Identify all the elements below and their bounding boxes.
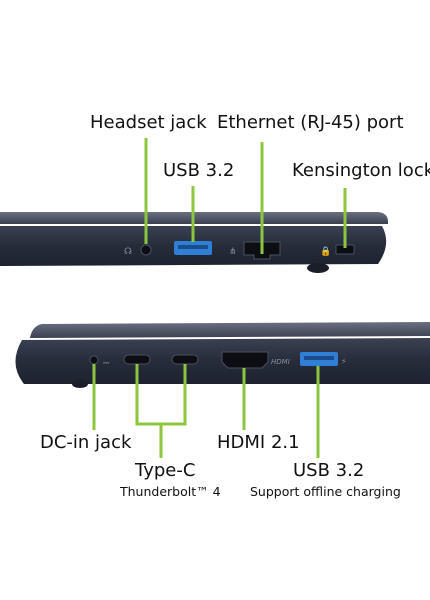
power-icon: ⎓ — [103, 358, 110, 367]
label-type-c: Type-C — [135, 460, 196, 481]
type-c-port-2 — [171, 354, 199, 365]
laptop-lid-bottom — [30, 322, 430, 338]
leader-lines-bottom — [92, 364, 320, 458]
network-icon: ⋔ — [229, 247, 237, 257]
lock-icon: 🔒 — [320, 246, 331, 257]
type-c-port-1 — [123, 354, 151, 365]
label-usb32-left: USB 3.2 — [293, 460, 365, 481]
headset-jack-port — [140, 244, 152, 256]
hdmi-port — [221, 351, 269, 369]
label-kensington-lock: Kensington lock — [292, 160, 430, 181]
label-usb-offline-charging: Support offline charging — [250, 484, 401, 499]
laptop-foot-bottom — [72, 380, 88, 388]
leader-lines-top — [144, 138, 347, 254]
laptop-left-side: ⎓ HDMI ⚡ — [15, 322, 430, 388]
label-headset-jack: Headset jack — [90, 112, 207, 133]
headset-icon: ☊ — [124, 247, 132, 257]
charging-icon: ⚡ — [341, 357, 347, 366]
label-thunderbolt: Thunderbolt™ 4 — [120, 484, 221, 499]
laptop-right-side: ☊ ⋔ 🔒 — [0, 212, 388, 273]
label-usb32-right: USB 3.2 — [163, 160, 235, 181]
laptop-foot — [307, 263, 329, 273]
label-dc-in-jack: DC-in jack — [40, 432, 132, 453]
label-hdmi: HDMI 2.1 — [217, 432, 300, 453]
label-ethernet-port: Ethernet (RJ-45) port — [217, 112, 404, 133]
hdmi-logo-mark: HDMI — [271, 358, 290, 366]
dc-in-port — [89, 355, 99, 365]
